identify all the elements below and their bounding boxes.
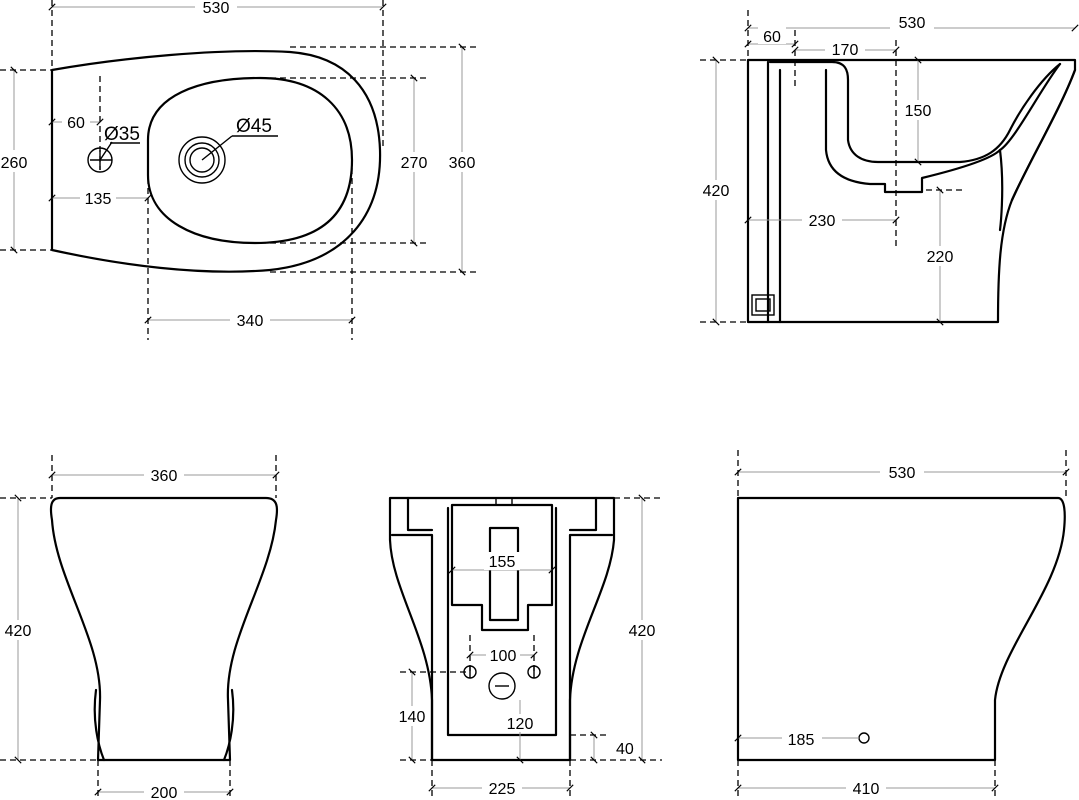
- top-width-label: 530: [203, 0, 230, 17]
- side-view: 530 185 410: [734, 450, 1070, 800]
- rear-inner-frame: [450, 503, 554, 632]
- top-view-outline: [50, 50, 382, 273]
- rear-base-clearance-label: 40: [616, 741, 634, 758]
- section-width-label: 530: [899, 15, 926, 32]
- side-hole-distance-label: 185: [788, 732, 815, 749]
- top-offset-label: 60: [67, 115, 85, 132]
- top-tap-drain-label: 135: [85, 191, 112, 208]
- top-view-bowl: [146, 76, 354, 245]
- section-wall-offset-label: 60: [763, 29, 781, 46]
- front-height-label: 420: [5, 623, 32, 640]
- top-view: 530 260 60 135 Ø35 Ø45 270 360 340: [0, 0, 480, 340]
- rear-base-width-label: 225: [489, 781, 516, 798]
- drain-diameter-label: Ø45: [236, 116, 272, 137]
- side-section-view: 530 60 170 150 420 230 220: [698, 10, 1079, 326]
- front-view: 360 420 200: [0, 455, 280, 800]
- top-bowl-height-label: 270: [401, 155, 428, 172]
- top-bowl-width-label: 340: [237, 313, 264, 330]
- section-height-label: 420: [703, 183, 730, 200]
- section-bowl: [768, 60, 1062, 164]
- rear-drain-height-label: 120: [507, 716, 534, 733]
- top-left-height-label: 260: [1, 155, 28, 172]
- side-fixing-hole: [858, 732, 870, 744]
- side-base-length-label: 410: [853, 781, 880, 798]
- drain-hole-inner: [184, 142, 220, 178]
- rear-height-label: 420: [629, 623, 656, 640]
- tap-hole-diameter-label: Ø35: [104, 124, 140, 145]
- section-outlet-distance-label: 230: [809, 213, 836, 230]
- front-base-width-label: 200: [151, 785, 178, 800]
- drain-hole-core: [189, 147, 215, 173]
- section-bowl-inner: [824, 68, 1004, 232]
- rear-hole-height-label: 140: [399, 709, 426, 726]
- section-outlet-depth-label: 150: [905, 103, 932, 120]
- section-outlet-offset-label: 170: [832, 42, 859, 59]
- rear-hole-spacing-label: 100: [490, 648, 517, 665]
- top-depth-label: 360: [449, 155, 476, 172]
- section-fixing-slot: [751, 294, 775, 316]
- front-width-label: 360: [151, 468, 178, 485]
- side-width-label: 530: [889, 465, 916, 482]
- drain-hole-outer: [178, 136, 226, 184]
- rear-inner-width-label: 155: [489, 554, 516, 571]
- rear-view: 155 100 420 140 120 40 225: [388, 494, 662, 800]
- rear-drain-hole: [488, 672, 516, 700]
- front-view-outline: [49, 496, 279, 762]
- side-view-outline: [736, 496, 1066, 762]
- section-outlet-height-label: 220: [927, 249, 954, 266]
- section-rim-right: [998, 62, 1077, 202]
